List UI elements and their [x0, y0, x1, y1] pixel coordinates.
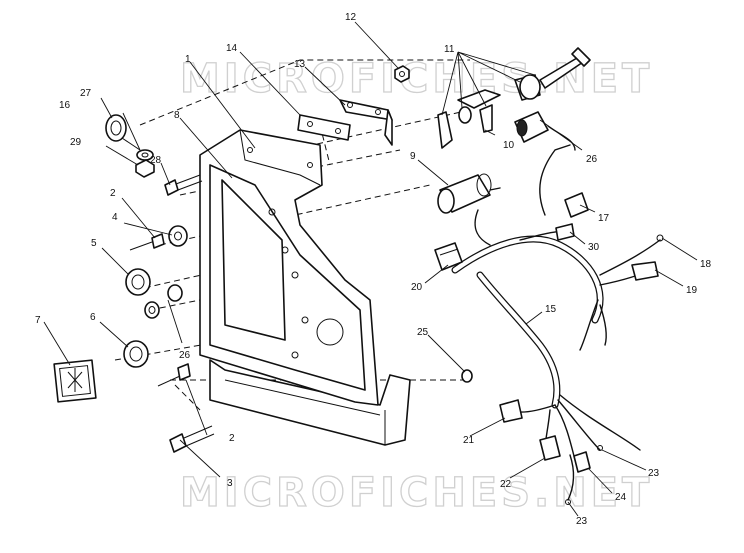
callout-8: 8	[174, 110, 180, 121]
connector-22	[539, 435, 561, 461]
watermark-bottom: MICROFICHES.NET	[180, 470, 653, 516]
eye-bolt-27	[105, 114, 141, 151]
switch-26-right	[514, 111, 576, 151]
decal-7	[53, 359, 97, 403]
callout-12: 12	[345, 12, 357, 23]
connector-21	[499, 399, 523, 423]
callout-10: 10	[503, 140, 515, 151]
callout-21: 21	[463, 435, 475, 446]
washer-left-small	[144, 301, 160, 319]
callout-16: 16	[59, 100, 71, 111]
callout-23-bottom: 23	[576, 516, 588, 527]
callout-2-bottom: 2	[229, 433, 235, 444]
callouts: 1 2 2 3 4 5 6 7 8 9 10 11 12 13 14 15 16…	[35, 12, 712, 527]
screw-2-top	[129, 233, 165, 251]
leader-lines	[43, 21, 698, 517]
bolt-28	[164, 174, 203, 196]
callout-1: 1	[185, 54, 191, 65]
callout-22: 22	[500, 479, 512, 490]
callout-25: 25	[417, 327, 429, 338]
connector-24	[573, 451, 591, 473]
callout-9: 9	[410, 151, 416, 162]
callout-11: 11	[444, 44, 455, 55]
callout-3: 3	[227, 478, 233, 489]
terminal-23	[565, 445, 603, 505]
nut-29	[135, 159, 155, 178]
callout-23-right: 23	[648, 468, 660, 479]
bracket-14	[297, 114, 351, 141]
key-switch-assembly	[437, 47, 591, 149]
nut-5	[125, 268, 151, 296]
callout-15: 15	[545, 304, 557, 315]
callout-5: 5	[91, 238, 97, 249]
callout-19: 19	[686, 285, 698, 296]
solenoid-9	[437, 173, 501, 246]
callout-24: 24	[615, 492, 627, 503]
connector-20	[434, 242, 463, 271]
connector-30	[555, 223, 575, 241]
callout-26-right: 26	[586, 154, 598, 165]
callout-14: 14	[226, 43, 238, 54]
callout-30: 30	[588, 242, 600, 253]
mounting-plate	[199, 129, 379, 406]
callout-13: 13	[294, 59, 306, 70]
washer-4	[168, 225, 188, 247]
connector-17	[564, 192, 589, 218]
callout-6: 6	[90, 312, 96, 323]
bolt-3	[169, 425, 215, 453]
callout-4: 4	[112, 212, 118, 223]
callout-2-top: 2	[110, 188, 116, 199]
callout-18: 18	[700, 259, 712, 270]
washer-25	[461, 369, 473, 383]
nut-6	[123, 340, 149, 368]
callout-29: 29	[70, 137, 82, 148]
callout-27: 27	[80, 88, 92, 99]
callout-17: 17	[598, 213, 610, 224]
wiring-harness-15	[451, 144, 661, 501]
nut-12	[394, 65, 410, 83]
bracket-13	[339, 99, 393, 146]
callout-28: 28	[150, 155, 162, 166]
console-base	[209, 359, 411, 446]
callout-26-left: 26	[179, 350, 191, 361]
screw-2-bottom	[157, 363, 191, 387]
terminal-18	[656, 234, 664, 242]
callout-20: 20	[411, 282, 423, 293]
connector-19	[631, 261, 659, 281]
callout-7: 7	[35, 315, 41, 326]
lockwasher-26-left	[167, 284, 183, 302]
